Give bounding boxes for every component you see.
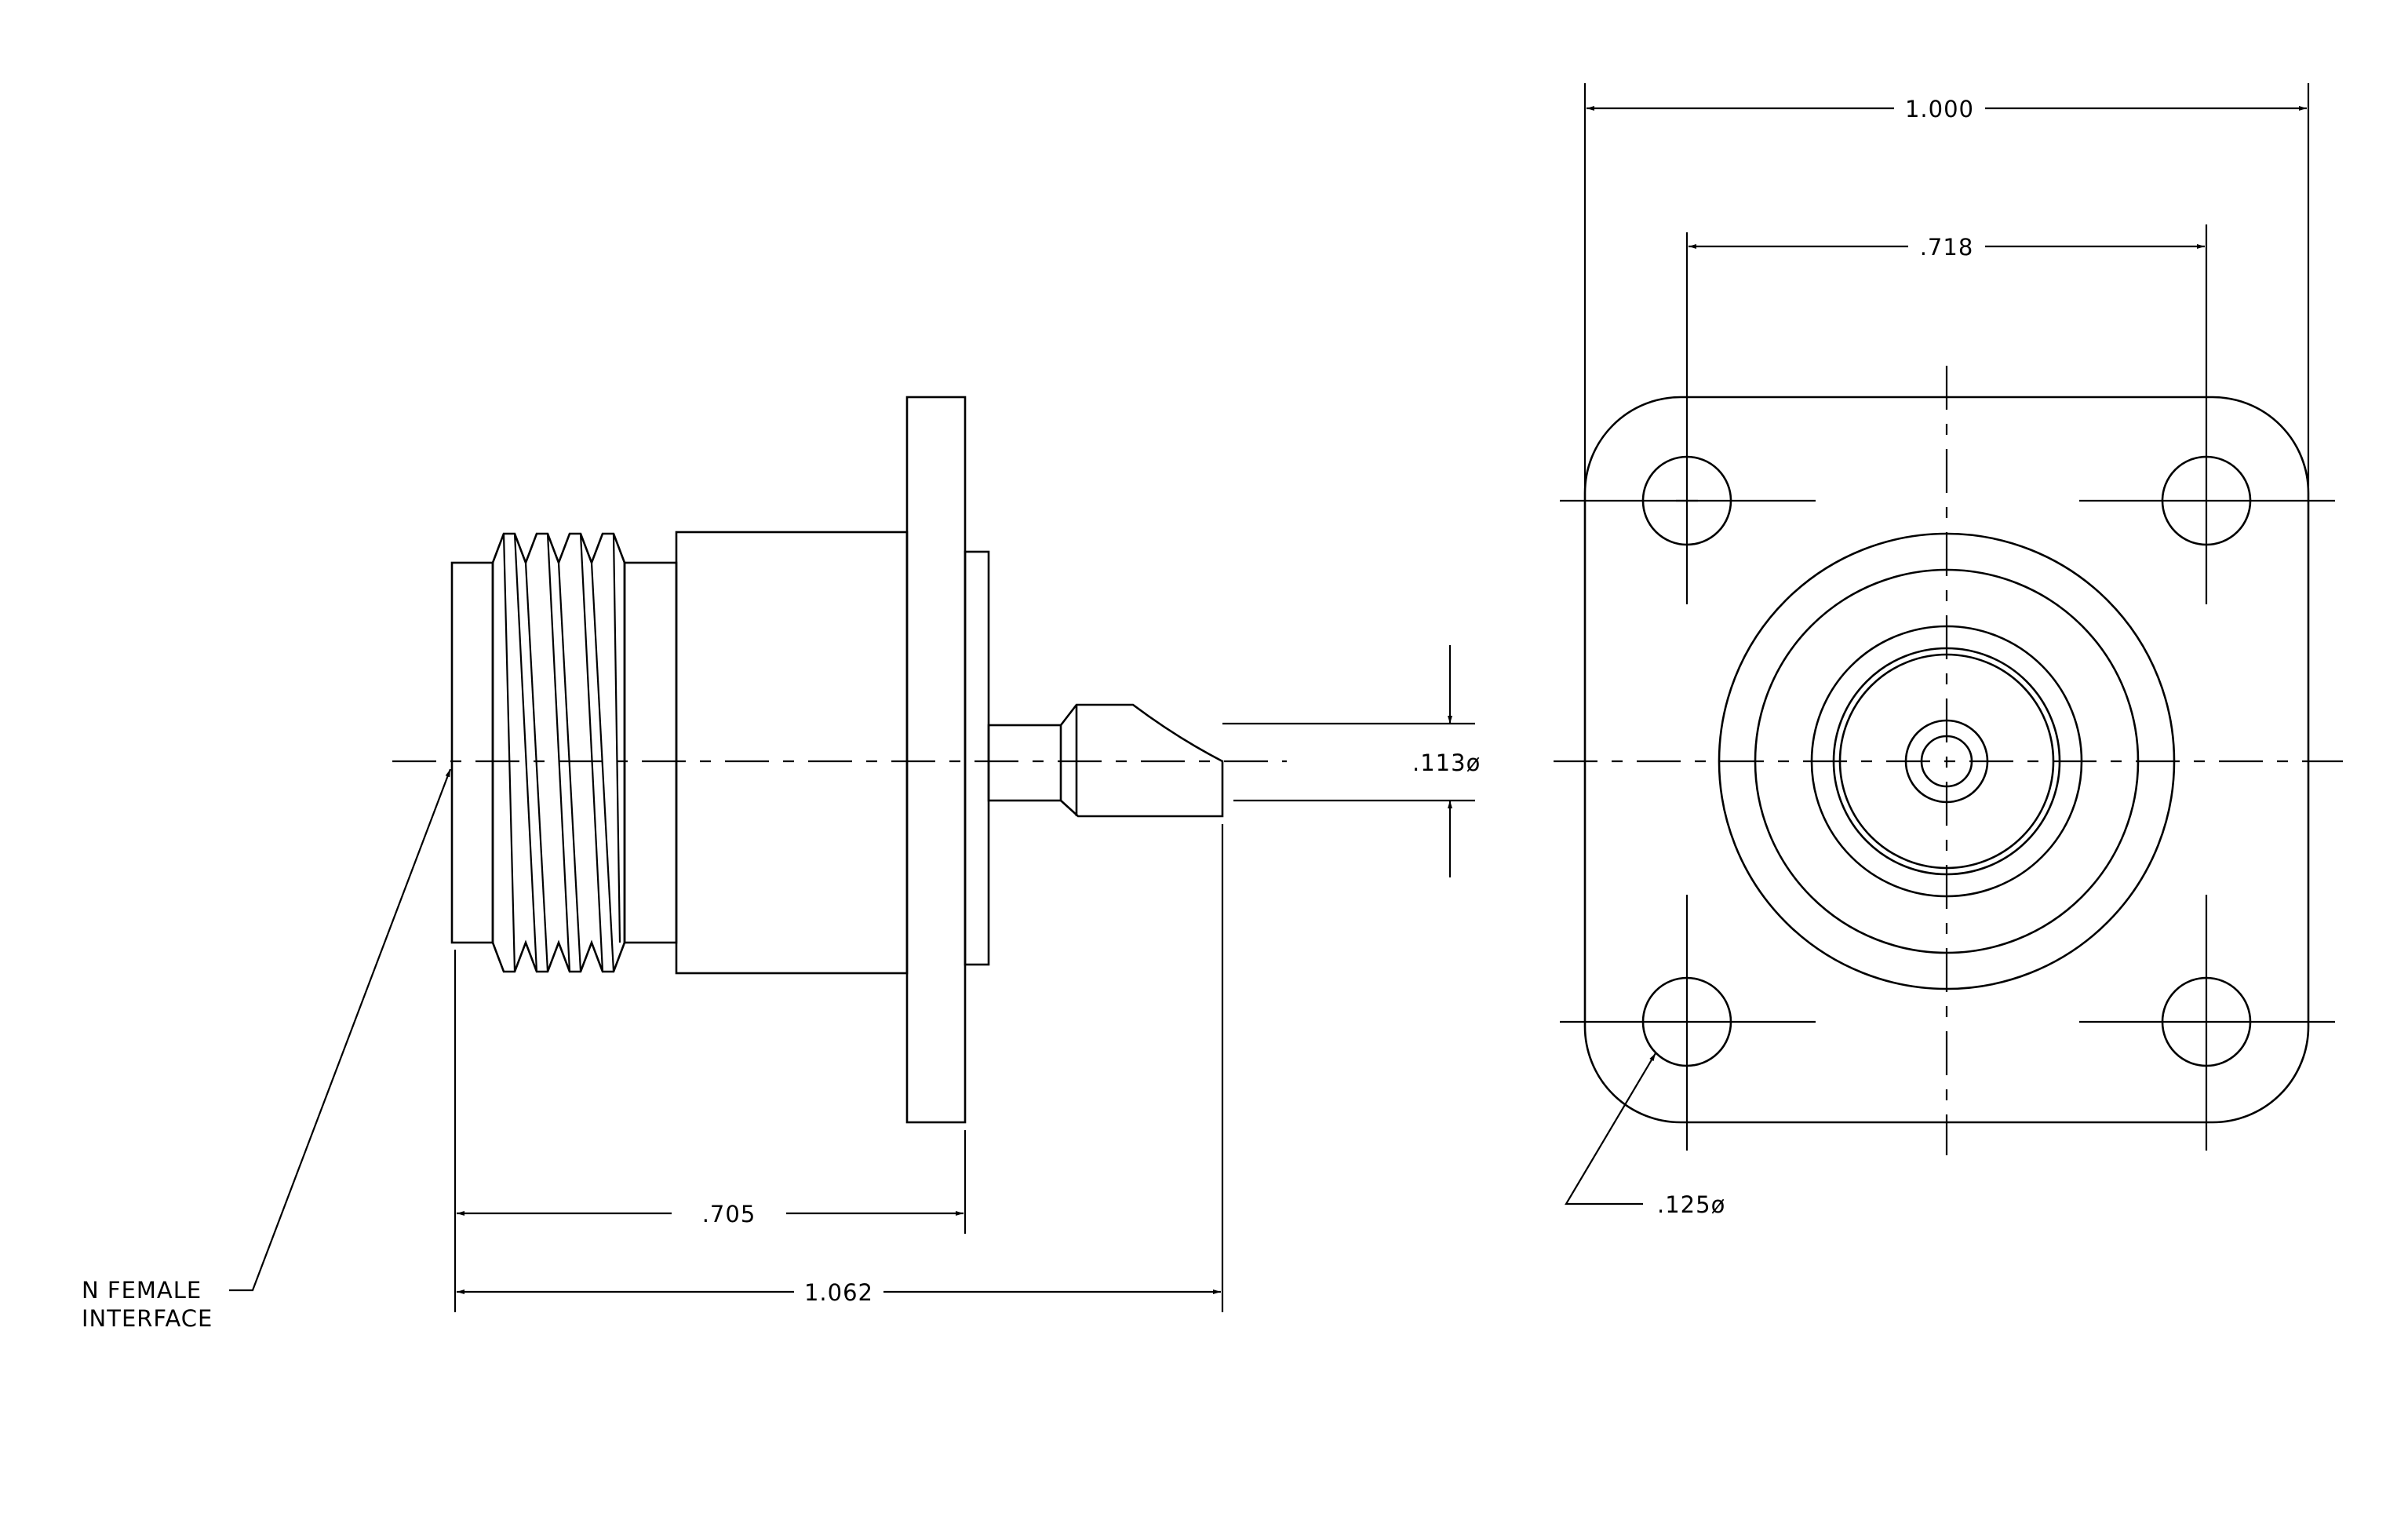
mounting-hole-top-right: [2079, 224, 2335, 604]
front-view: 1.000 .718 .125ø: [1554, 83, 2343, 1218]
hole-spacing-dimension: .718: [1689, 234, 2205, 261]
mounting-hole-bottom-left: [1560, 895, 1816, 1151]
overall-length-dimension: 1.062: [457, 1279, 1221, 1306]
pin-diameter-dimension: .113ø: [1222, 645, 1481, 877]
rear-shoulder: [964, 550, 990, 966]
interface-callout: N FEMALE INTERFACE: [82, 768, 452, 1332]
pin-stem: [987, 724, 1062, 802]
callout-label-line2: INTERFACE: [82, 1305, 213, 1332]
flange-width-label: 1.000: [1905, 96, 1974, 122]
interface-body: [450, 561, 494, 944]
side-view: .113ø .705 1.062 N FEMALE INTERFACE: [82, 396, 1481, 1332]
main-body: [675, 531, 909, 975]
length-705-dimension: .705: [457, 1201, 964, 1227]
flange-width-dimension: 1.000: [1583, 83, 2310, 487]
thread-section: [491, 532, 626, 973]
pin-diameter-label: .113ø: [1412, 750, 1481, 776]
mounting-hole-top-left: [1560, 232, 1816, 604]
length-705-label: .705: [702, 1201, 756, 1227]
hole-diameter-label: .125ø: [1657, 1191, 1725, 1218]
flange-plate: [905, 396, 967, 1124]
overall-length-label: 1.062: [804, 1279, 873, 1306]
pin-contact: [1059, 703, 1224, 818]
mounting-hole-bottom-right: [2079, 895, 2335, 1151]
hole-spacing-label: .718: [1920, 234, 1974, 261]
hole-diameter-callout: .125ø: [1565, 1052, 1725, 1218]
neck-section: [623, 561, 678, 944]
callout-label-line1: N FEMALE: [82, 1277, 202, 1304]
